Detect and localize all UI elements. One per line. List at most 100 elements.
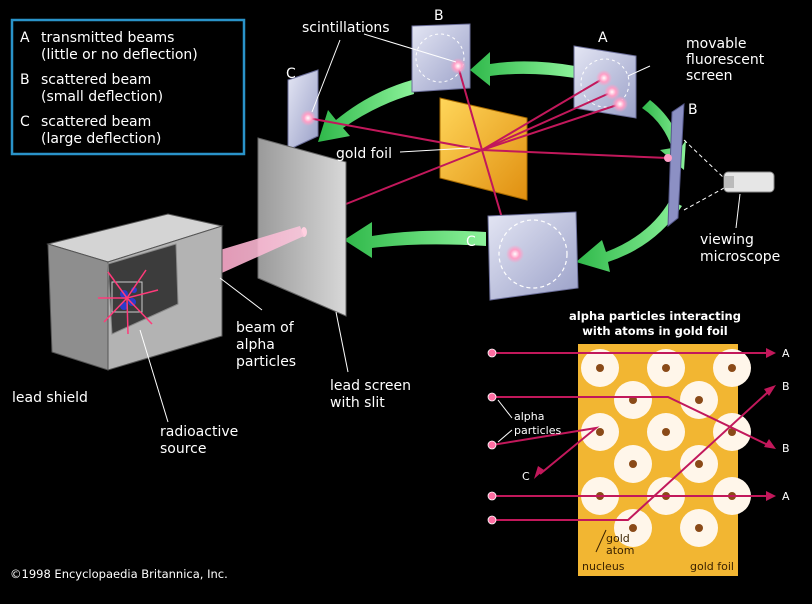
inset-out-c: C — [522, 470, 530, 483]
label-screen-a: A — [598, 30, 608, 46]
inset-nucleus: nucleus — [582, 560, 625, 573]
path-to-a1 — [481, 77, 605, 151]
legend-letter-b: B — [20, 72, 30, 88]
shield-left — [47, 243, 109, 371]
legend-a-line1: transmitted beams — [41, 30, 174, 46]
arrow-right-bottom — [576, 200, 682, 272]
emission-rays — [98, 269, 159, 335]
inset-particles — [487, 348, 497, 525]
label-beam-1: beam of — [236, 320, 295, 336]
label-viewing-2: microscope — [700, 249, 780, 265]
label-lead-shield: lead shield — [12, 390, 88, 406]
screen-c-bottom — [487, 211, 579, 301]
label-screen-c-left: C — [286, 66, 296, 82]
label-screen-c-bottom: C — [466, 234, 476, 250]
gold-nucleus — [662, 428, 670, 436]
nucleus-leader — [595, 529, 607, 553]
inset-path-b1 — [492, 391, 769, 521]
screen-a-ring — [580, 58, 630, 108]
label-radioactive-1: radioactive — [160, 424, 238, 440]
label-lead-screen-2: with slit — [330, 395, 385, 411]
gold-nucleus — [695, 460, 703, 468]
glow-b-right — [664, 154, 672, 162]
path-to-a2 — [481, 91, 613, 151]
gold-nucleus — [629, 524, 637, 532]
gold-nucleus — [695, 396, 703, 404]
source-atom-2 — [128, 298, 136, 306]
copyright: ©1998 Encyclopaedia Britannica, Inc. — [10, 567, 228, 581]
alpha-leader-2 — [497, 429, 513, 443]
label-scintillations: scintillations — [302, 20, 390, 36]
arrow-top-left — [318, 80, 414, 142]
screen-c-ring — [498, 219, 568, 289]
screen-b-right — [667, 103, 685, 228]
inset-gold-2: atom — [606, 544, 635, 557]
gold-nucleus — [662, 364, 670, 372]
inset-gold-foil: alpha particles interacting with atoms i… — [487, 309, 790, 576]
label-screen-b-top: B — [434, 8, 444, 24]
glow-a2 — [604, 84, 620, 100]
label-movable-1: movable — [686, 36, 746, 52]
path-to-a3 — [481, 103, 621, 151]
label-beam-2: alpha — [236, 337, 275, 353]
inset-arrowheads — [534, 348, 776, 501]
path-to-c-left — [307, 117, 483, 151]
inset-out-a1: A — [782, 347, 790, 360]
glow-a1 — [596, 70, 612, 86]
inset-out-b2: B — [782, 442, 790, 455]
source-atom-4 — [131, 287, 137, 293]
inset-title-1: alpha particles interacting — [569, 309, 741, 323]
lead-shield — [46, 213, 224, 371]
label-screen-b-right: B — [688, 102, 698, 118]
legend-letter-a: A — [20, 30, 30, 46]
glow-c-bottom — [506, 245, 524, 263]
legend-c-line1: scattered beam — [41, 114, 151, 130]
label-gold-foil: gold foil — [336, 146, 392, 162]
gold-nucleus — [728, 428, 736, 436]
sight-line-1 — [683, 139, 725, 179]
label-movable-2: fluorescent — [686, 52, 765, 68]
label-beam-3: particles — [236, 354, 296, 370]
legend-c-line2: (large deflection) — [41, 131, 161, 147]
legend-box — [10, 18, 246, 156]
scintillations — [300, 58, 672, 263]
path-main — [345, 149, 483, 205]
radioactive-source — [98, 269, 159, 335]
inset-title-2: with atoms in gold foil — [582, 324, 727, 338]
inset-alpha-2: particles — [514, 424, 561, 437]
screen-b-top — [411, 23, 471, 93]
inset-out-b1: B — [782, 380, 790, 393]
arrow-bottom — [344, 222, 486, 258]
glow-a3 — [612, 96, 628, 112]
gold-nucleus — [695, 524, 703, 532]
legend-b-line1: scattered beam — [41, 72, 151, 88]
legend-b-line2: (small deflection) — [41, 89, 163, 105]
inset-path-c — [491, 426, 600, 475]
gold-nucleus — [596, 428, 604, 436]
legend-letter-c: C — [20, 114, 30, 130]
inset-gold-1: gold — [606, 532, 630, 545]
label-lead-screen-1: lead screen — [330, 378, 411, 394]
glow-c-left — [300, 110, 316, 126]
arrow-top — [470, 52, 575, 86]
gold-nucleus — [728, 364, 736, 372]
legend: A transmitted beams (little or no deflec… — [10, 18, 246, 156]
viewing-microscope — [683, 139, 775, 211]
alpha-leader-1 — [497, 399, 513, 419]
path-to-b-top — [457, 65, 483, 151]
inset-path-b2 — [492, 396, 769, 446]
microscope-lens — [724, 176, 734, 188]
screen-b-ring — [415, 33, 465, 83]
path-to-b-right — [481, 149, 669, 159]
label-radioactive-2: source — [160, 441, 207, 457]
inset-paths — [491, 352, 769, 521]
inset-gold-foil-label: gold foil — [690, 560, 734, 573]
inset-out-a2: A — [782, 490, 790, 503]
lead-screen — [257, 137, 347, 317]
gold-nucleus — [629, 460, 637, 468]
screen-c-left — [287, 69, 319, 151]
glow-b-top — [450, 58, 466, 74]
gold-nucleus — [596, 364, 604, 372]
